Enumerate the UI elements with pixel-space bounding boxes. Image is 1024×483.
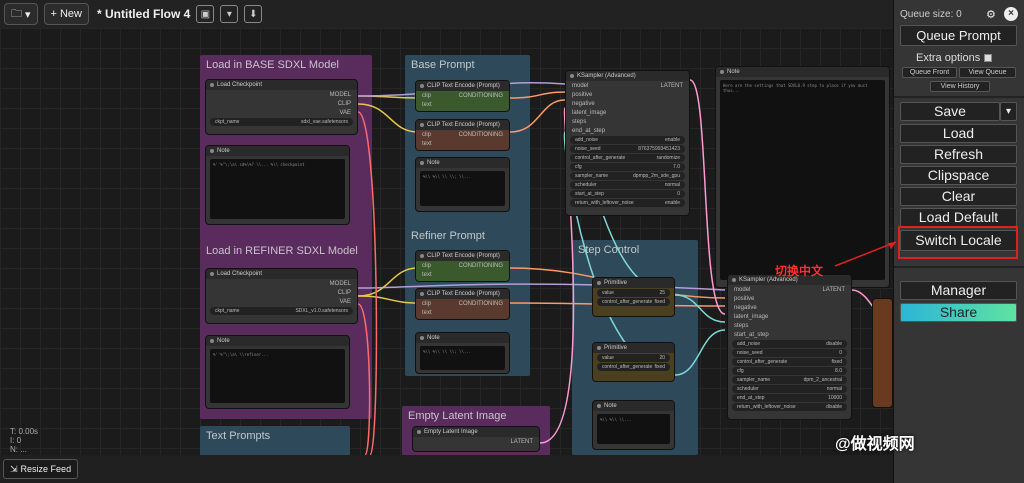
annotation-label: 切换中文 — [775, 264, 824, 278]
view-history-button[interactable]: View History — [930, 81, 990, 92]
resize-feed-button[interactable]: ⇲ Resize Feed — [3, 459, 79, 479]
menu-divider — [894, 266, 1024, 268]
queue-prompt-button[interactable]: Queue Prompt — [900, 25, 1017, 46]
chevron-down-icon[interactable]: ▾ — [220, 5, 239, 23]
partial-node[interactable] — [872, 298, 893, 408]
resize-icon: ⇲ — [10, 463, 18, 474]
flow-title: * Untitled Flow 4 — [96, 7, 191, 21]
note-textarea[interactable]: %\\ %\\ \\ \\; \\... — [420, 171, 505, 206]
image-icon[interactable]: ▣ — [196, 5, 215, 23]
wire — [357, 267, 419, 297]
wire — [357, 295, 419, 304]
note-textarea[interactable]: %\\ %\\ \\ \\; \\... — [420, 346, 505, 370]
note-textarea[interactable]: %''%"\;\a\ \\refiner... — [210, 349, 345, 403]
plus-icon: + — [50, 8, 57, 20]
note-node[interactable]: Note %\\ %\\ \\ \\; \\... — [415, 157, 510, 212]
note-node[interactable]: Note %\\ %\\ \\... — [592, 400, 675, 450]
extra-options-checkbox[interactable] — [984, 54, 993, 62]
note-node[interactable]: Note %''%"\;\a\ \\refiner... — [205, 335, 350, 409]
refresh-button[interactable]: Refresh — [900, 145, 1017, 164]
bottom-bar: ⇲ Resize Feed — [0, 455, 893, 483]
save-icon[interactable]: ⬇ — [244, 5, 263, 23]
wire — [357, 103, 419, 133]
note-textarea[interactable]: %''%"\;\a\ sd%\%? \\... %\\ checkpoint — [210, 159, 345, 219]
chevron-down-icon: ▾ — [25, 8, 31, 21]
workflow-menu-button[interactable]: 🗀 ▾ — [4, 3, 38, 25]
folder-icon: 🗀 — [11, 7, 22, 20]
note-node[interactable]: Note Here are the settings that SDXL0.9 … — [715, 66, 890, 288]
ckpt-name-select[interactable]: ckpt_name sdxl_vae.safetensors — [210, 118, 353, 126]
menu-divider — [894, 96, 1024, 98]
side-menu: Queue size: 0 ⚙ × Queue Prompt Extra opt… — [893, 0, 1024, 483]
save-button[interactable]: Save — [900, 102, 1000, 121]
load-default-button[interactable]: Load Default — [900, 208, 1017, 227]
share-button[interactable]: Share — [900, 303, 1017, 322]
gear-icon[interactable]: ⚙ — [986, 9, 996, 21]
top-toolbar: 🗀 ▾ + New * Untitled Flow 4 ▣ ▾ ⬇ — [0, 0, 893, 28]
note-node[interactable]: Note %\\ %\\ \\ \\; \\... — [415, 332, 510, 374]
group-text-prompts[interactable]: Text Prompts — [200, 426, 350, 455]
wire — [674, 294, 726, 323]
load-checkpoint-node[interactable]: Load Checkpoint MODEL CLIP VAE ckpt_name… — [205, 268, 358, 324]
save-dropdown-button[interactable]: ▾ — [1000, 102, 1017, 121]
note-textarea[interactable]: %\\ %\\ \\... — [597, 414, 670, 444]
wire — [689, 79, 726, 315]
highlight-box — [898, 226, 1018, 259]
wire — [509, 99, 566, 133]
note-textarea[interactable]: Here are the settings that SDXL0.9 step … — [720, 80, 885, 280]
load-button[interactable]: Load — [900, 124, 1017, 143]
close-icon[interactable]: × — [1004, 7, 1018, 21]
load-checkpoint-node[interactable]: Load Checkpoint MODEL CLIP VAE ckpt_name… — [205, 79, 358, 135]
wire — [357, 303, 371, 455]
clear-button[interactable]: Clear — [900, 187, 1017, 206]
extra-options-row[interactable]: Extra options — [916, 52, 993, 64]
wire — [509, 91, 566, 99]
wire — [674, 329, 726, 376]
graph-canvas[interactable]: Load in BASE SDXL Model Base Prompt Load… — [0, 28, 893, 455]
wire — [357, 111, 378, 455]
watermark: @做视频网 — [835, 436, 915, 453]
annotation-arrow — [834, 241, 897, 267]
note-node[interactable]: Note %''%"\;\a\ sd%\%? \\... %\\ checkpo… — [205, 145, 350, 225]
clipspace-button[interactable]: Clipspace — [900, 166, 1017, 185]
new-flow-button[interactable]: + New — [43, 3, 89, 25]
empty-latent-node[interactable]: Empty Latent Image LATENT — [412, 426, 540, 452]
queue-size: Queue size: 0 — [900, 9, 962, 20]
ckpt-name-select[interactable]: ckpt_name SDXL_v1.0.safetensors — [210, 307, 353, 315]
switch-locale-button[interactable]: Switch Locale — [900, 230, 1017, 251]
manager-button[interactable]: Manager — [900, 281, 1017, 300]
render-stats: T: 0.00s I: 0 N: ... — [10, 427, 39, 454]
queue-front-button[interactable]: Queue Front — [902, 67, 957, 78]
view-queue-button[interactable]: View Queue — [959, 67, 1016, 78]
